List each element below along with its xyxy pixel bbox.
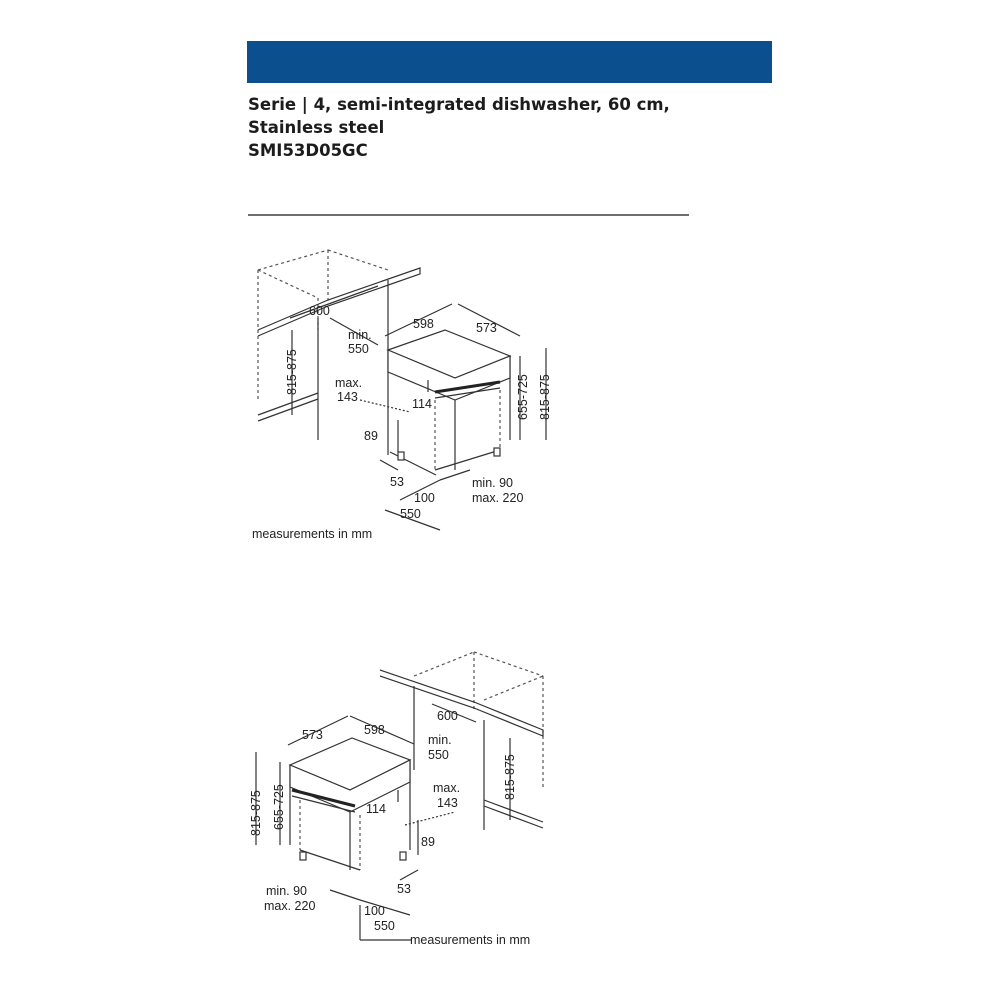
top-dim-height-outer: 815-875: [538, 374, 552, 420]
divider: [248, 214, 689, 216]
top-dim-min-label: min.: [348, 328, 372, 342]
bottom-dim-plinth: 89: [421, 835, 435, 849]
bottom-dim-gap: 100: [364, 904, 385, 918]
product-title: Serie | 4, semi-integrated dishwasher, 6…: [248, 93, 768, 162]
bottom-dim-niche-width: 600: [437, 709, 458, 723]
top-dim-depth-bottom: 550: [400, 507, 421, 521]
top-dim-depth: 573: [476, 321, 497, 335]
bottom-dim-height-right: 815-875: [503, 754, 517, 800]
bottom-dim-min90: min. 90: [266, 884, 307, 898]
bottom-dim-max220: max. 220: [264, 899, 315, 913]
top-dim-max220: max. 220: [472, 491, 523, 505]
top-dim-foot: 53: [390, 475, 404, 489]
bottom-dim-max-value: 143: [437, 796, 458, 810]
top-dim-gap: 100: [414, 491, 435, 505]
top-dim-height-inner: 655-725: [516, 374, 530, 420]
top-dim-min-value: 550: [348, 342, 369, 356]
title-line-2: Stainless steel: [248, 118, 385, 137]
bottom-dim-depth-bottom: 550: [374, 919, 395, 933]
bottom-dim-min-value: 550: [428, 748, 449, 762]
bottom-dim-width: 598: [364, 723, 385, 737]
bottom-dim-depth: 573: [302, 728, 323, 742]
top-dim-min90: min. 90: [472, 476, 513, 490]
bottom-dim-foot: 53: [397, 882, 411, 896]
top-dim-panel: 114: [412, 397, 432, 411]
top-dim-plinth: 89: [364, 429, 378, 443]
top-caption: measurements in mm: [252, 527, 373, 541]
bottom-dim-height-inner: 655-725: [272, 784, 286, 830]
header-banner: [247, 41, 772, 83]
bottom-dim-height-outer: 815-875: [249, 790, 263, 836]
top-dim-width: 598: [413, 317, 434, 331]
model-number: SMI53D05GC: [248, 141, 368, 160]
top-dim-height-left: 815-875: [285, 349, 299, 395]
top-dim-max-value: 143: [337, 390, 358, 404]
bottom-caption: measurements in mm: [410, 933, 531, 947]
bottom-dim-min-label: min.: [428, 733, 452, 747]
title-line-1: Serie | 4, semi-integrated dishwasher, 6…: [248, 95, 670, 114]
top-dim-niche-width: 600: [309, 304, 330, 318]
bottom-dim-max-label: max.: [433, 781, 460, 795]
bottom-dim-panel: 114: [366, 802, 386, 816]
top-dim-max-label: max.: [335, 376, 362, 390]
